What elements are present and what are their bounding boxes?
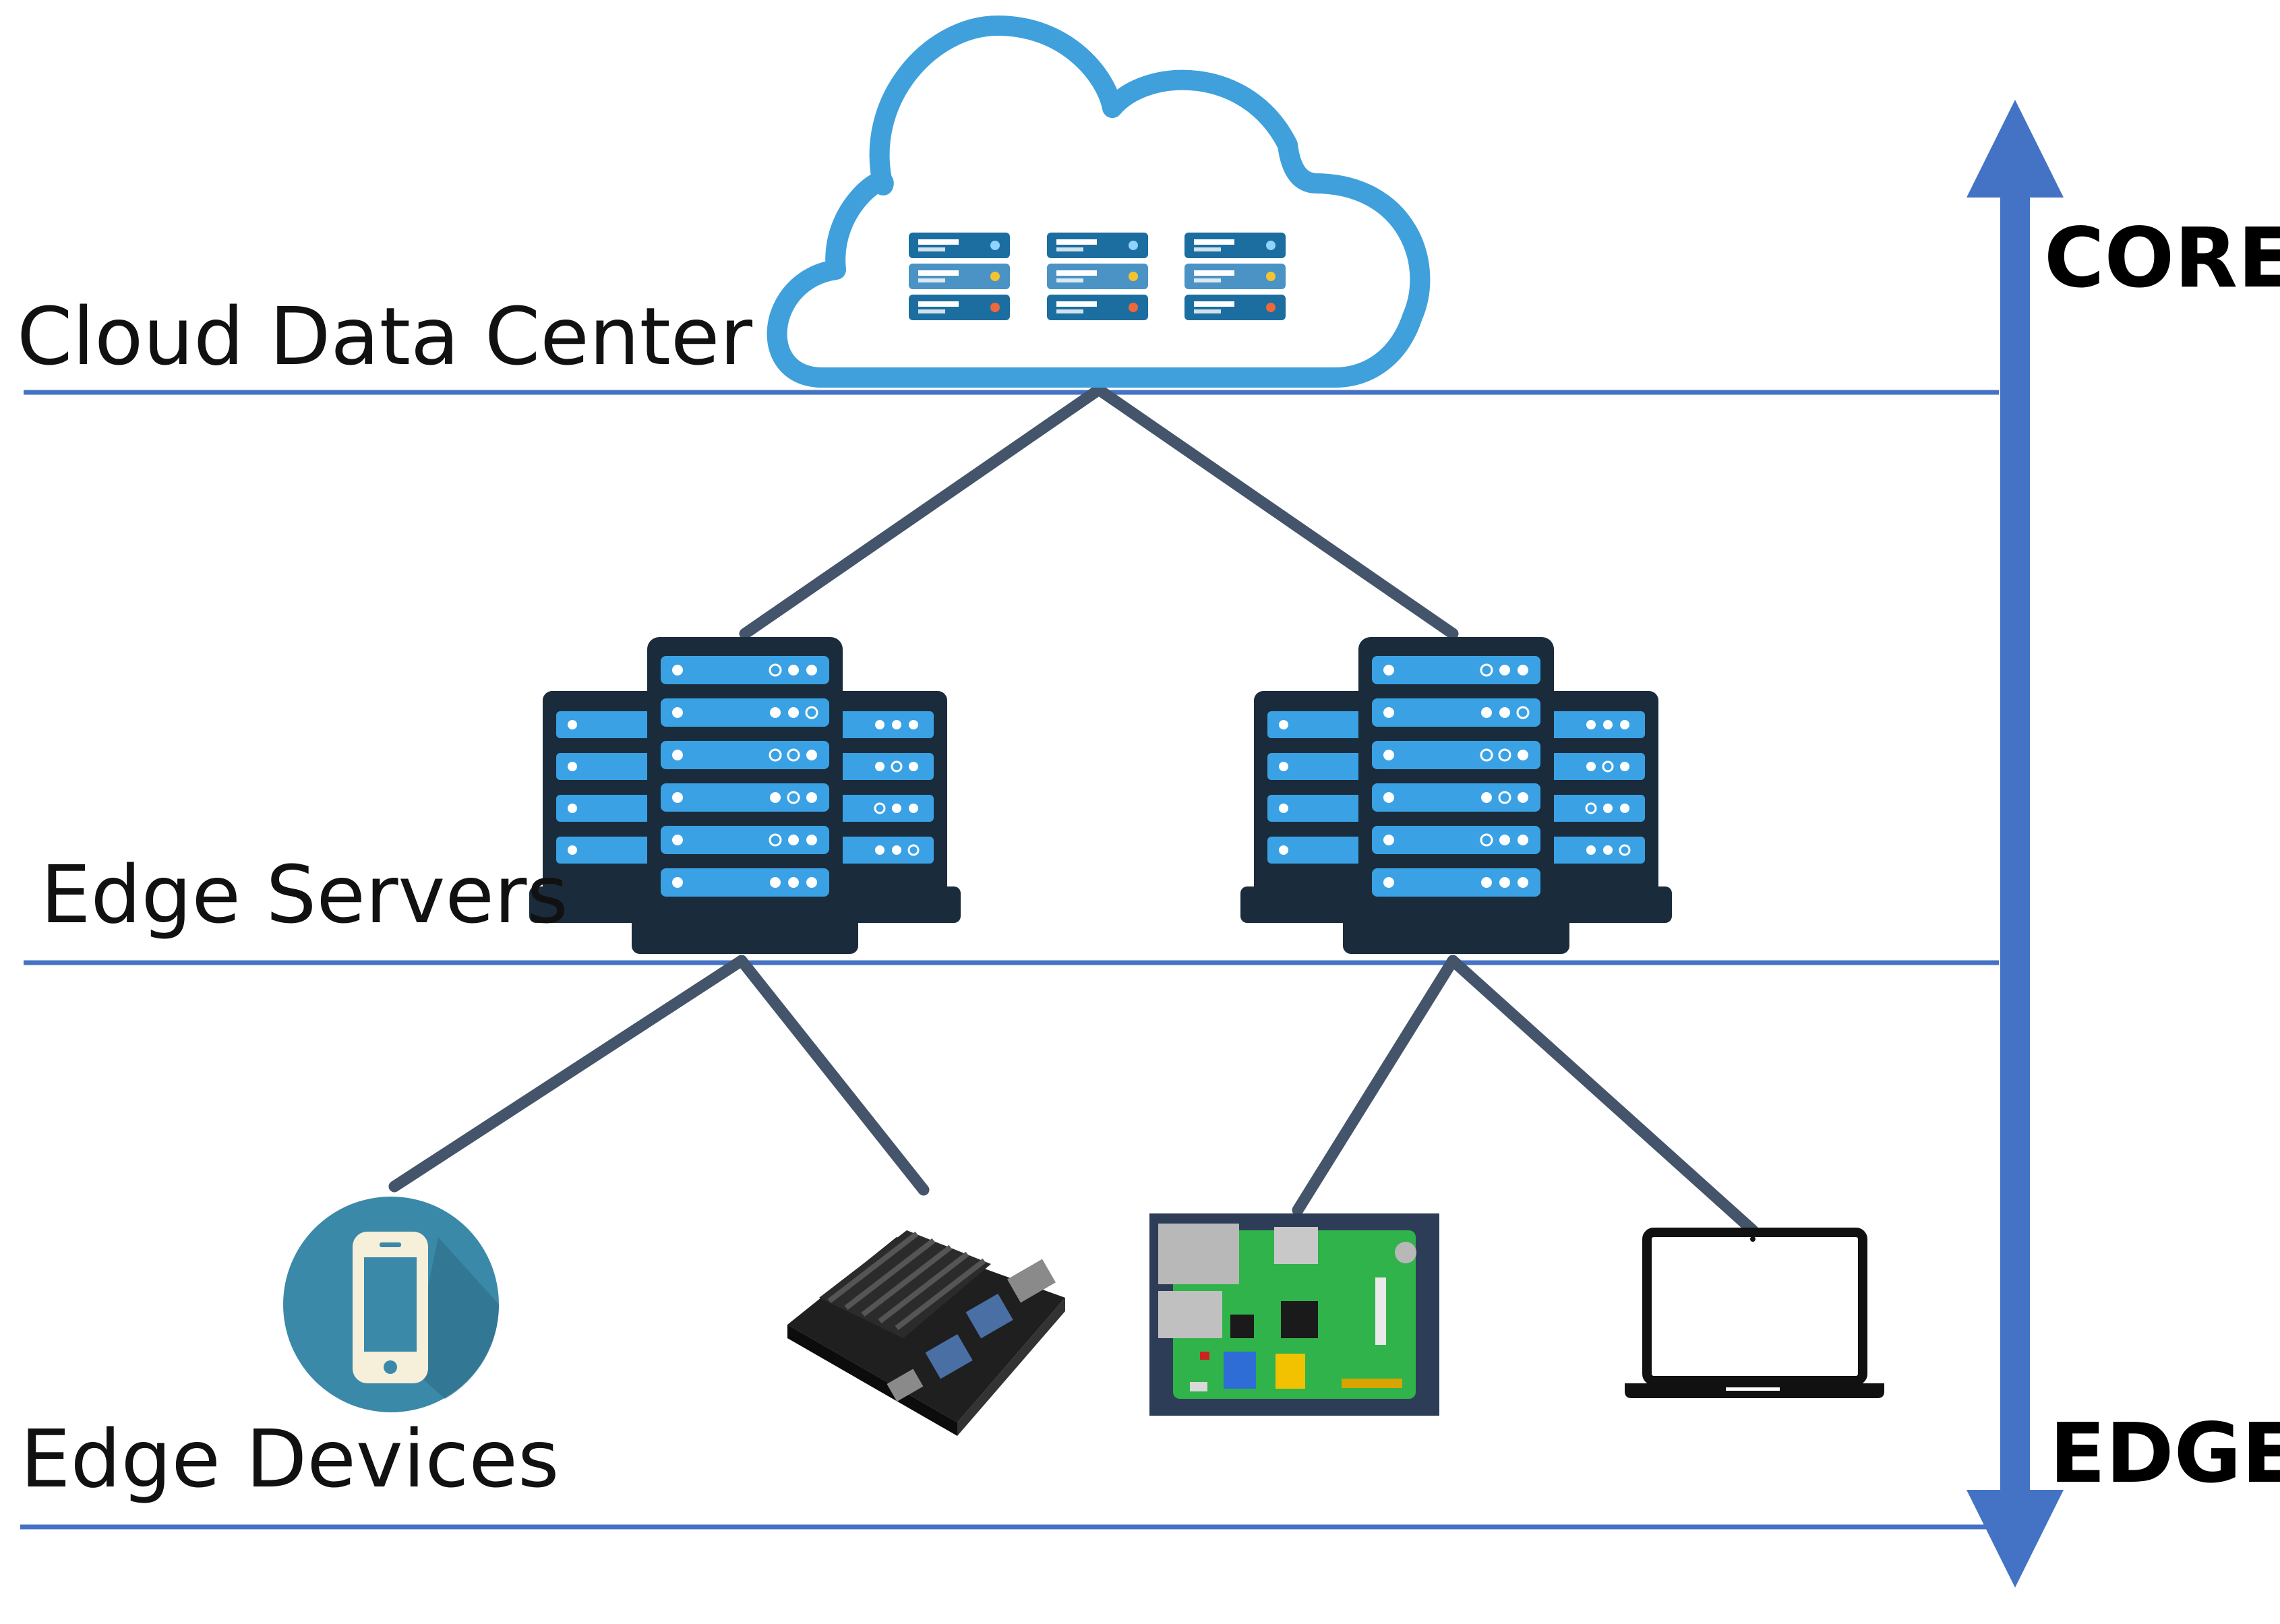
edge-server-right-icon <box>1239 636 1673 955</box>
edge-devices-tier-label: Edge Devices <box>20 1412 560 1505</box>
cloud-tier-label: Cloud Data Center <box>17 290 752 383</box>
core-edge-axis-arrow <box>1967 100 2064 1588</box>
laptop-icon <box>1625 1228 1884 1398</box>
connector-lines <box>388 384 1759 1236</box>
cloud-datacenter-icon <box>767 16 1431 388</box>
cloud-rack-icon-1 <box>909 233 1010 320</box>
edge-servers-tier-label: Edge Servers <box>40 848 568 941</box>
connector-server-right-to-raspberry <box>1292 955 1459 1216</box>
connector-cloud-to-server-right <box>1093 384 1459 640</box>
cloud-rack-icon-3 <box>1184 233 1286 320</box>
connector-server-right-to-laptop <box>1447 955 1759 1236</box>
core-axis-label: CORE <box>2044 210 2280 306</box>
cloud-rack-icon-2 <box>1047 233 1148 320</box>
raspberry-pi-board-icon <box>1149 1213 1439 1416</box>
connector-cloud-to-server-left <box>739 384 1105 640</box>
connector-server-left-to-jetson <box>736 955 930 1196</box>
edge-server-left-icon <box>528 636 962 955</box>
smartphone-icon <box>283 1197 500 1412</box>
edge-axis-label: EDGE <box>2049 1406 2280 1501</box>
jetson-nano-board-icon <box>787 1230 1065 1436</box>
connector-server-left-to-phone <box>388 955 748 1193</box>
